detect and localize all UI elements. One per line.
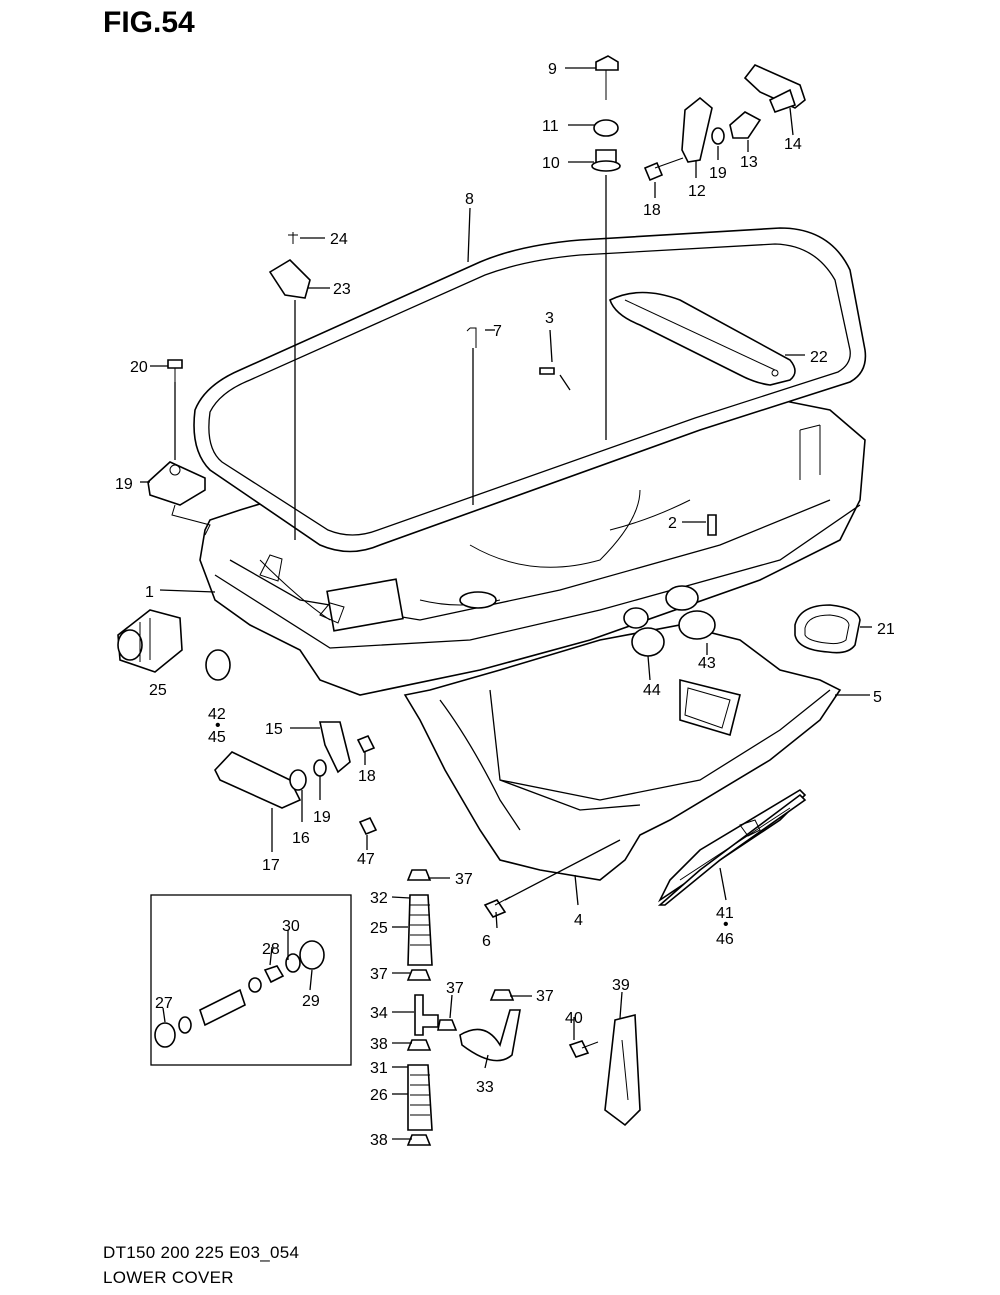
bracket-part-39	[568, 1013, 641, 1127]
handle-part	[609, 291, 796, 386]
callout-bullet-41: •	[723, 916, 729, 933]
callout-21: 20	[130, 359, 148, 376]
callout-4: 4	[574, 912, 583, 929]
top-fasteners	[591, 55, 621, 172]
callout-37-b: 37	[370, 966, 388, 983]
callout-24: 23	[333, 281, 351, 298]
callout-32: 30	[282, 918, 300, 935]
left-latch-parts	[214, 721, 378, 836]
callout-17: 17	[262, 857, 280, 874]
callout-46: 46	[716, 931, 734, 948]
callout-30: 28	[262, 941, 280, 958]
latch-parts	[643, 64, 806, 182]
callout-27: 25	[370, 920, 388, 937]
callout-bullet-42: •	[215, 717, 221, 734]
callout-2: 2	[668, 515, 677, 532]
callout-42: 42	[208, 706, 226, 723]
callout-38-b: 38	[370, 1132, 388, 1149]
callout-35: 33	[476, 1079, 494, 1096]
callout-5: 5	[873, 689, 882, 706]
callout-20: 19	[115, 476, 133, 493]
connector-part-26	[117, 609, 183, 673]
callout-18-left: 18	[358, 768, 376, 785]
callout-labels: 9 11 10 12 19 13 14 18 8 24 23 7 3 22 20…	[115, 61, 895, 1149]
callout-1: 1	[145, 584, 154, 601]
callout-45: 45	[208, 729, 226, 746]
figure-title: FIG.54	[103, 6, 195, 39]
callout-26: 25	[149, 682, 167, 699]
callout-36: 34	[370, 1005, 388, 1022]
callout-12: 12	[688, 183, 706, 200]
callout-43: 43	[698, 655, 716, 672]
callout-44: 44	[643, 682, 661, 699]
bracket-part-20	[147, 461, 211, 536]
callout-3: 3	[545, 310, 554, 327]
leader-lines	[140, 67, 872, 1140]
callout-37-c: 37	[446, 980, 464, 997]
callout-47: 47	[357, 851, 375, 868]
callout-28: 26	[370, 1087, 388, 1104]
callout-31: 29	[302, 993, 320, 1010]
callout-40: 40	[565, 1010, 583, 1027]
hose-assembly	[406, 869, 521, 1146]
clip-part-24	[268, 232, 311, 299]
callout-16: 16	[292, 830, 310, 847]
callout-29: 27	[155, 995, 173, 1012]
callout-8: 8	[465, 191, 474, 208]
callout-37-d: 37	[536, 988, 554, 1005]
lower-cover-part	[403, 624, 842, 881]
callout-14: 14	[784, 136, 802, 153]
callout-25: 24	[330, 231, 348, 248]
callout-22: 21	[877, 621, 895, 638]
grommets	[623, 585, 716, 657]
callout-38-a: 38	[370, 1036, 388, 1053]
callout-11: 11	[542, 118, 559, 135]
callout-13: 13	[740, 154, 758, 171]
model-caption: DT150 200 225 E03_054	[103, 1243, 300, 1262]
callout-34: 32	[370, 890, 388, 907]
seal-part-22	[794, 604, 861, 654]
callout-15: 15	[265, 721, 283, 738]
studs	[466, 327, 717, 536]
callout-41: 41	[716, 905, 734, 922]
callout-39: 39	[612, 977, 630, 994]
diagram-name-caption: LOWER COVER	[103, 1268, 234, 1287]
inset-box	[150, 894, 352, 1066]
callout-33: 31	[370, 1060, 388, 1077]
bolt-part-21	[167, 359, 183, 382]
callout-18-top: 18	[643, 202, 661, 219]
callout-6: 6	[482, 933, 491, 950]
callout-9: 9	[548, 61, 557, 78]
callout-19-top: 19	[709, 165, 727, 182]
callout-37-a: 37	[455, 871, 473, 888]
side-panel-part	[657, 788, 807, 906]
callout-19-left: 19	[313, 809, 331, 826]
cap-part-42	[205, 649, 231, 681]
callout-10: 10	[542, 155, 560, 172]
callout-7: 7	[493, 323, 502, 340]
callout-23: 22	[810, 349, 828, 366]
